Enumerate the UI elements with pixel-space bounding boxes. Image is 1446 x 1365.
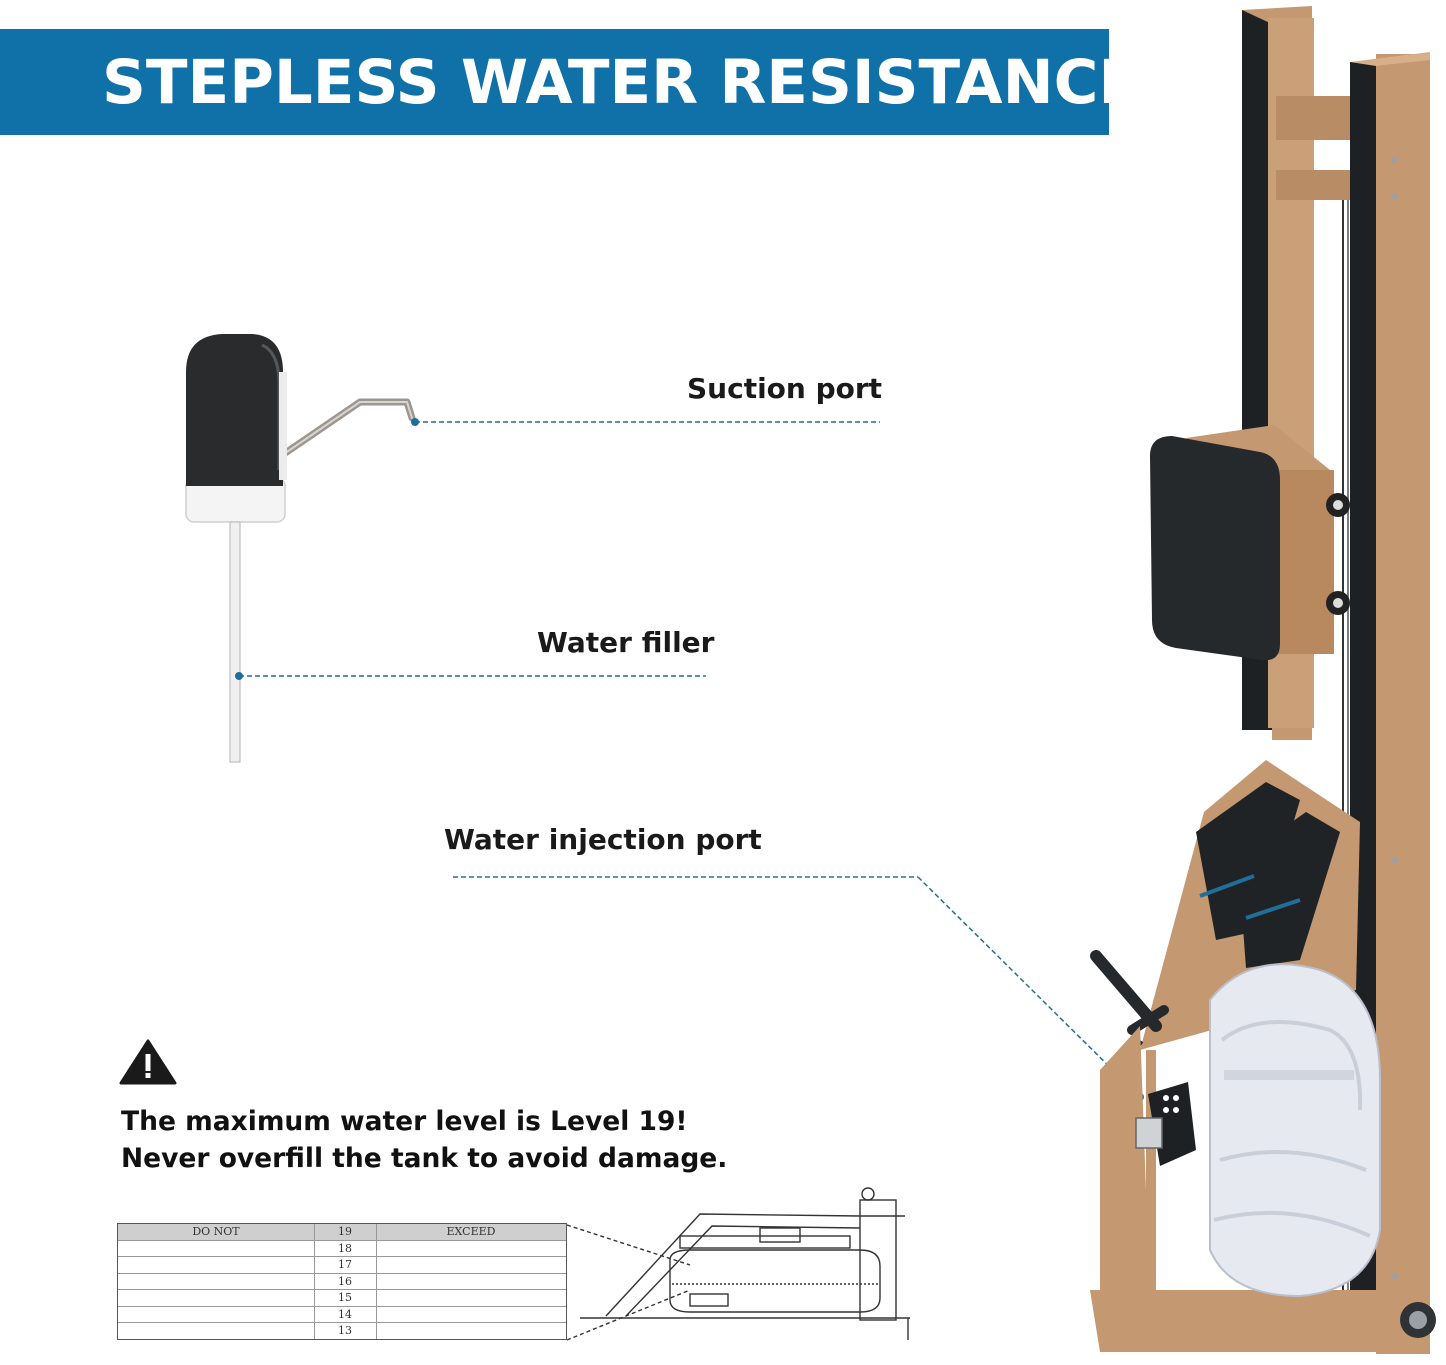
gauge-row: 15 (118, 1290, 566, 1307)
gauge-row: 17 (118, 1257, 566, 1274)
gauge-level: 16 (338, 1274, 352, 1288)
gauge-level: 17 (338, 1258, 352, 1271)
gauge-row: 13 (118, 1323, 566, 1340)
banner-title: STEPLESS WATER RESISTANCE (102, 46, 1141, 118)
gauge-level: 13 (338, 1324, 352, 1337)
rowing-machine (1090, 6, 1436, 1354)
gauge-level-max: 19 (338, 1225, 352, 1238)
warning-line-2: Never overfill the tank to avoid damage. (121, 1143, 728, 1174)
injection-port-leader (453, 876, 1144, 1101)
suction-port-label: Suction port (687, 372, 883, 405)
gauge-divider (314, 1224, 315, 1339)
water-injection-port-label: Water injection port (444, 823, 762, 856)
gauge-level: 14 (338, 1307, 352, 1321)
gauge-divider (376, 1224, 377, 1339)
gauge-level: 15 (338, 1291, 352, 1304)
tank-side-diagram (566, 1187, 910, 1341)
suction-port-leader (411, 418, 880, 426)
warning-line-1: The maximum water level is Level 19! (121, 1106, 688, 1137)
gauge-row: 14 (118, 1307, 566, 1323)
gauge-row: 18 (118, 1241, 566, 1257)
gauge-exceed: EXCEED (446, 1225, 496, 1238)
gauge-level: 18 (338, 1241, 352, 1255)
water-filler-leader (235, 672, 706, 680)
gauge-header-row: DO NOT 19 EXCEED (118, 1224, 566, 1241)
header-banner: STEPLESS WATER RESISTANCE (0, 29, 1140, 135)
water-level-gauge: DO NOT 19 EXCEED 18 17 16 15 14 13 (117, 1223, 567, 1340)
water-filler-label: Water filler (537, 626, 715, 659)
gauge-do-not: DO NOT (192, 1225, 240, 1238)
water-pump (185, 334, 416, 763)
warning-triangle-icon (119, 1039, 177, 1085)
gauge-row: 16 (118, 1274, 566, 1290)
